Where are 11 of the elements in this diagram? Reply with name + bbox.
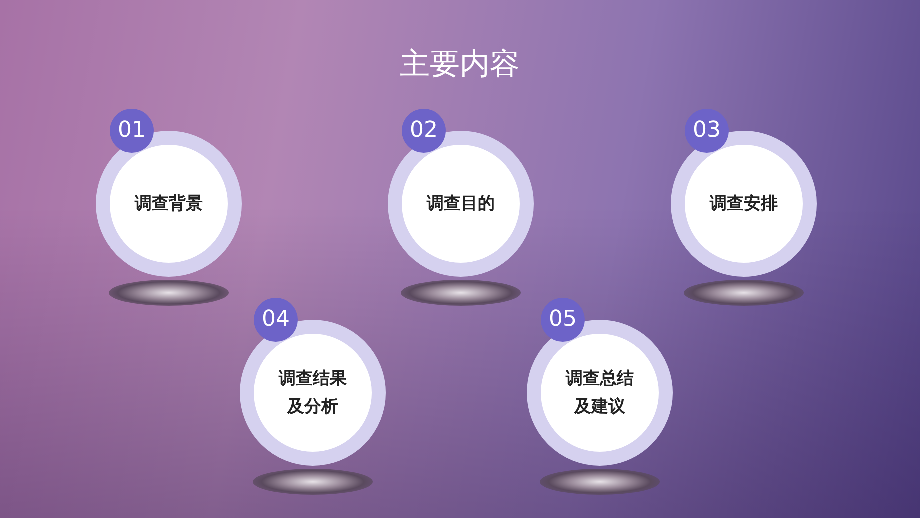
topic-label: 调查总结及建议 <box>564 368 635 419</box>
number-badge: 04 <box>254 298 298 342</box>
topic-label: 调查背景 <box>134 193 204 216</box>
number-badge: 05 <box>541 298 585 342</box>
number-badge: 02 <box>402 109 446 153</box>
title: 主要内容 <box>399 46 521 84</box>
number-badge: 01 <box>110 109 154 153</box>
topic-label: 调查安排 <box>708 193 779 216</box>
topic-label: 调查结果及分析 <box>278 368 348 419</box>
topic-label: 调查目的 <box>426 193 496 216</box>
number-badge: 03 <box>685 109 729 153</box>
